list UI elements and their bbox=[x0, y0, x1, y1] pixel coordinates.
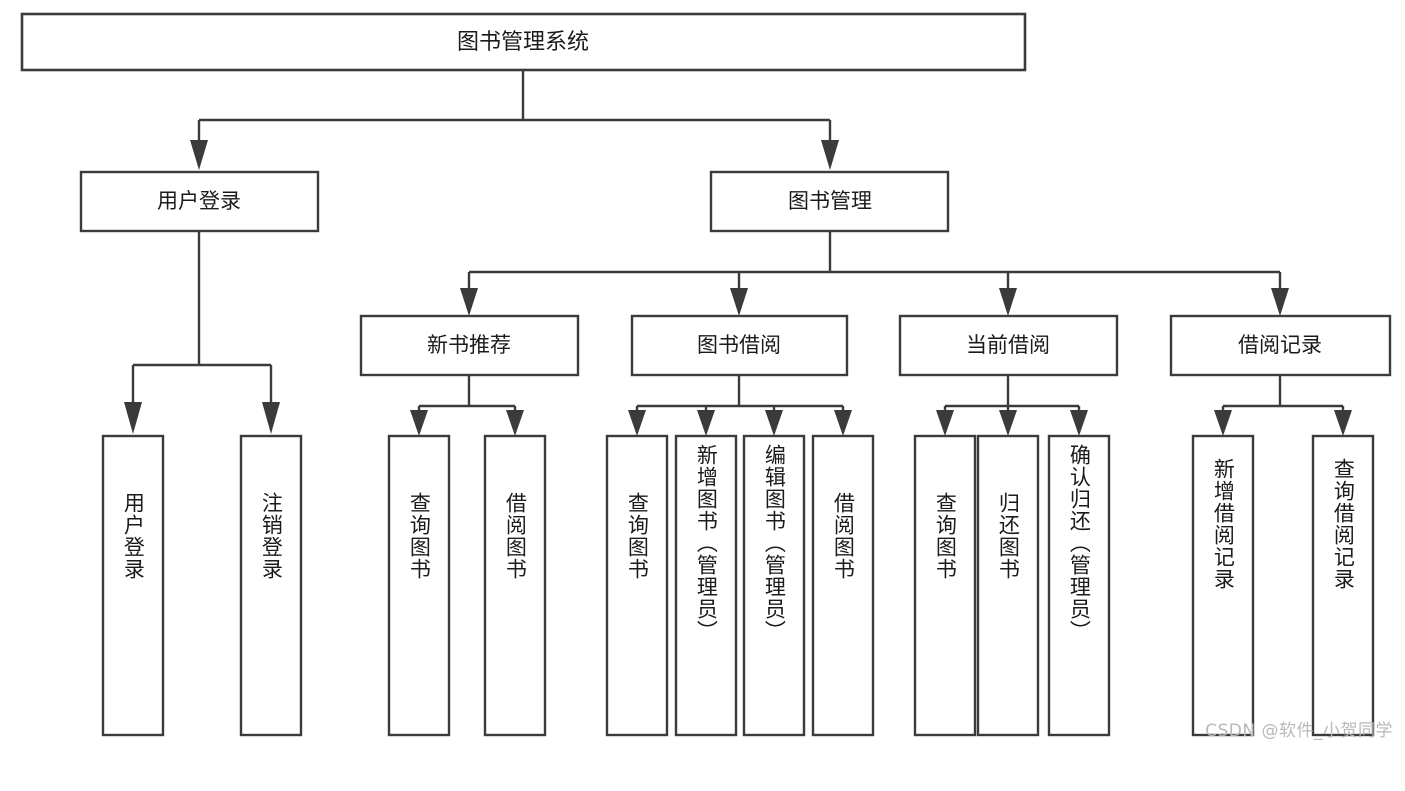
arrow-head-bookborrow-leaf-2 bbox=[697, 410, 715, 436]
node-box-current-borrow[interactable] bbox=[898, 314, 1119, 377]
node-box-leaf-new-book-2[interactable] bbox=[483, 434, 547, 737]
arrow-head-userlogin-leaf-1 bbox=[124, 402, 142, 434]
node-box-root[interactable] bbox=[20, 12, 1027, 72]
node-box-leaf-current-borrow-2[interactable] bbox=[976, 434, 1040, 737]
arrow-head-userlogin-leaf-2 bbox=[262, 402, 280, 434]
node-box-leaf-borrow-record-2[interactable] bbox=[1311, 434, 1375, 737]
node-box-new-book[interactable] bbox=[359, 314, 580, 377]
node-box-leaf-book-borrow-4[interactable] bbox=[811, 434, 875, 737]
node-box-leaf-book-borrow-1[interactable] bbox=[605, 434, 669, 737]
node-box-leaf-current-borrow-3[interactable] bbox=[1047, 434, 1111, 737]
arrow-head-user-login bbox=[190, 140, 208, 170]
node-layer: 图书管理系统 用户登录 图书管理 新书推荐 图书借阅 当前借阅 借阅记录 bbox=[20, 12, 1392, 737]
arrow-head-book-manage bbox=[821, 140, 839, 170]
arrow-head-current-borrow bbox=[999, 288, 1017, 316]
diagram-canvas: 图书管理系统 用户登录 图书管理 新书推荐 图书借阅 当前借阅 借阅记录 bbox=[20, 12, 1393, 741]
node-box-user-login[interactable] bbox=[79, 170, 320, 233]
flowchart-svg: 图书管理系统 用户登录 图书管理 新书推荐 图书借阅 当前借阅 借阅记录 bbox=[20, 12, 1392, 737]
arrow-head-new-book bbox=[460, 288, 478, 316]
arrow-head-newbook-leaf-1 bbox=[410, 410, 428, 436]
arrow-head-bookborrow-leaf-1 bbox=[628, 410, 646, 436]
watermark-label: CSDN @软件_小贺同学 bbox=[1205, 721, 1393, 741]
node-box-leaf-user-login-1[interactable] bbox=[101, 434, 165, 737]
node-box-leaf-book-borrow-2[interactable] bbox=[674, 434, 738, 737]
node-box-borrow-record[interactable] bbox=[1169, 314, 1392, 377]
arrow-head-currentborrow-leaf-1 bbox=[936, 410, 954, 436]
node-label-new-book: 新书推荐 bbox=[427, 333, 511, 357]
node-label-book-manage: 图书管理 bbox=[788, 189, 872, 213]
arrow-head-bookborrow-leaf-4 bbox=[834, 410, 852, 436]
node-box-leaf-current-borrow-1[interactable] bbox=[913, 434, 977, 737]
node-label-user-login: 用户登录 bbox=[157, 189, 241, 213]
node-box-book-manage[interactable] bbox=[709, 170, 950, 233]
node-box-leaf-user-login-2[interactable] bbox=[239, 434, 303, 737]
node-box-book-borrow[interactable] bbox=[630, 314, 849, 377]
arrow-head-borrow-record bbox=[1271, 288, 1289, 316]
arrow-head-newbook-leaf-2 bbox=[506, 410, 524, 436]
connector-layer bbox=[124, 70, 1352, 436]
arrow-head-bookborrow-leaf-3 bbox=[765, 410, 783, 436]
arrow-head-borrowrecord-leaf-1 bbox=[1214, 410, 1232, 436]
arrow-head-currentborrow-leaf-3 bbox=[1070, 410, 1088, 436]
node-label-borrow-record: 借阅记录 bbox=[1238, 333, 1322, 357]
arrow-head-currentborrow-leaf-2 bbox=[999, 410, 1017, 436]
node-box-leaf-borrow-record-1[interactable] bbox=[1191, 434, 1255, 737]
node-label-current-borrow: 当前借阅 bbox=[966, 333, 1050, 357]
node-box-leaf-book-borrow-3[interactable] bbox=[742, 434, 806, 737]
arrow-head-book-borrow bbox=[730, 288, 748, 316]
node-label-book-borrow: 图书借阅 bbox=[697, 333, 781, 357]
node-box-leaf-new-book-1[interactable] bbox=[387, 434, 451, 737]
arrow-head-borrowrecord-leaf-2 bbox=[1334, 410, 1352, 436]
node-label-root: 图书管理系统 bbox=[457, 30, 589, 55]
